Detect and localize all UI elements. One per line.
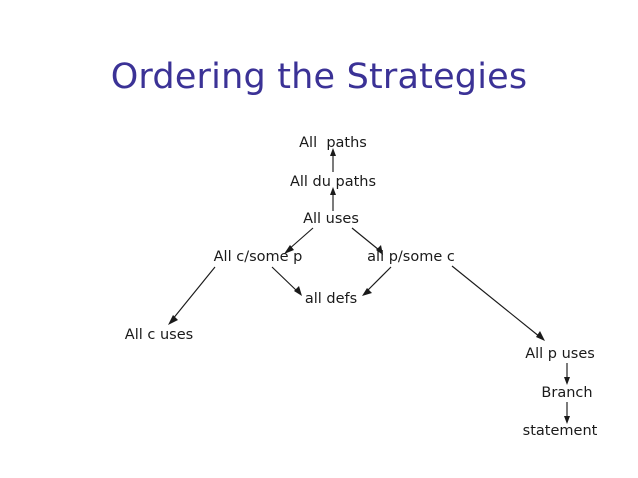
edge-p-some-c-to-defs — [362, 266, 392, 296]
edge-p-some-c-to-p-uses — [451, 265, 545, 341]
edge-uses-to-p-some-c — [351, 227, 383, 255]
edge-c-some-p-to-c-uses — [168, 266, 216, 325]
node-all-c-some-p: All c/some p — [213, 249, 303, 265]
node-all-du-paths: All du paths — [289, 174, 377, 190]
edge-uses-to-du-paths — [330, 187, 336, 211]
node-all-paths: All paths — [299, 135, 367, 151]
node-all-uses: All uses — [303, 211, 359, 227]
node-all-c-uses: All c uses — [124, 327, 194, 343]
edge-du-paths-to-all-paths — [330, 148, 336, 172]
edge-p-uses-to-branch — [564, 363, 570, 385]
node-branch: Branch — [541, 385, 593, 401]
node-statement: statement — [522, 423, 598, 439]
node-all-p-some-c: all p/some c — [367, 249, 455, 265]
page-title: Ordering the Strategies — [110, 57, 528, 97]
node-all-p-uses: All p uses — [525, 346, 595, 362]
edge-uses-to-c-some-p — [284, 227, 314, 254]
edge-c-some-p-to-defs — [271, 266, 302, 296]
edge-branch-to-statement — [564, 402, 570, 424]
node-all-defs: all defs — [304, 291, 358, 307]
